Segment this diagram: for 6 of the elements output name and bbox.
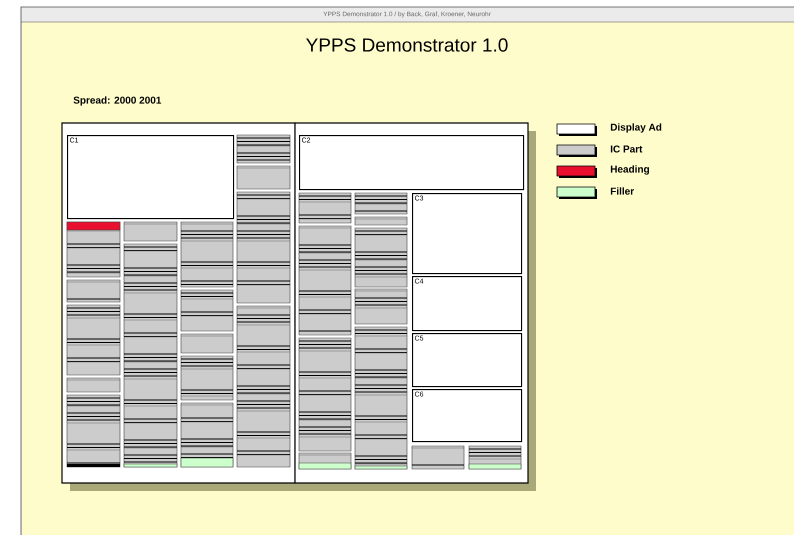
legend-label: Heading <box>610 165 649 175</box>
legend-label: Filler <box>610 187 634 195</box>
legend-label: Display Ad <box>610 123 662 133</box>
title: YPPS Demonstrator 1.0 <box>306 38 508 52</box>
spread-label: Spread: 2000 2001 <box>73 96 162 106</box>
legend-label: IC Part <box>610 145 642 153</box>
